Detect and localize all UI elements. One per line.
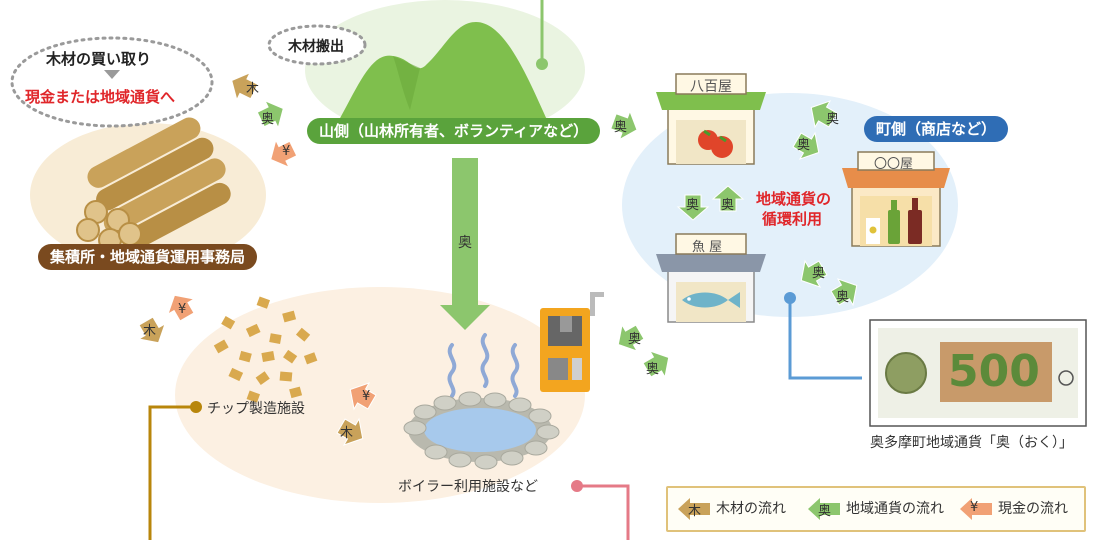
legend-oku-char: 奥 [818,504,832,519]
oku-arrow-char: 奥 [261,112,275,127]
buyback-bubble [10,36,214,128]
yen-arrow-char: ¥ [282,144,291,159]
yen-arrow-icon: ¥ [958,498,994,520]
oku-arrow-char: 奥 [686,198,700,213]
buyback-cash-text: 現金または地域通貨へ [25,88,176,106]
timber-out-text: 木材搬出 [288,39,344,55]
oku-banknote [869,319,1087,427]
general-store-shop [842,151,950,247]
legend-currency: 奥 地域通貨の流れ [806,498,944,520]
big-oku-arrow [440,158,490,330]
down-triangle-icon [104,70,120,79]
boiler-connector-dot [571,480,583,492]
big-oku-arrow-char: 奥 [458,235,472,251]
collection-office-label: 集積所・地域通貨運用事務局 [38,244,258,270]
fishmonger-shop [656,233,766,323]
oku-arrow [810,100,838,129]
oku-arrow-char: 奥 [797,138,811,153]
chip-factory-label: チップ製造施設 [207,401,305,417]
banknote-connector-line [788,298,862,380]
general-store-sign: 〇〇屋 [874,157,914,172]
yen-arrow [167,294,196,322]
wood-arrow-char: 木 [246,82,260,97]
greengrocer-sign: 八百屋 [690,79,732,95]
banknote-value: 500 [948,346,1040,397]
wood-arrow [336,417,364,446]
legend-box: 木 木材の流れ 奥 地域通貨の流れ ¥ 現金の流れ [666,486,1086,532]
legend-currency-text: 地域通貨の流れ [846,501,944,517]
mountain-shade [393,56,420,110]
legend-cash: ¥ 現金の流れ [958,498,1068,520]
town-side-label: 町側（商店など） [864,116,1009,142]
oku-arrow [610,109,638,141]
wood-arrow [137,316,166,344]
banknote-connector-dot [784,292,796,304]
wood-arrow-char: 木 [340,426,354,441]
circulation-text-2: 循環利用 [762,210,823,228]
timber-out-bubble [267,24,367,66]
oku-arrow-char: 奥 [826,112,840,127]
legend-cash-text: 現金の流れ [998,501,1068,517]
yen-arrow [349,382,377,411]
circulation-text: 地域通貨の [756,190,832,208]
mountain-side-label: 山側（山林所有者、ボランティアなど） [307,118,601,144]
oku-arrow [676,194,710,221]
mountain-connector-dot [536,58,548,70]
legend-yen-char: ¥ [970,500,979,515]
yen-arrow-char: ¥ [178,302,187,317]
facility-background [175,287,585,503]
oku-arrow-char: 奥 [812,266,826,281]
oku-arrow [792,131,820,160]
chip-connector-line [148,405,196,540]
yen-arrow-char: ¥ [362,389,371,404]
boiler-connector-line [577,484,630,540]
oku-arrow [256,99,284,130]
boiler-icon [540,292,604,392]
oku-arrow-char: 奥 [614,120,628,135]
oku-arrow-char: 奥 [646,362,660,377]
legend-wood-text: 木材の流れ [716,501,786,517]
oku-arrow-icon: 奥 [806,498,842,520]
legend-wood-char: 木 [688,504,702,519]
oku-arrow-char: 奥 [721,198,735,213]
wood-chips-icon [213,296,318,403]
hot-spring-icon [403,333,560,470]
boiler-facility-label: ボイラー利用施設など [398,479,538,495]
wood-arrow-icon: 木 [676,498,712,520]
oku-arrow-char: 奥 [628,332,642,347]
oku-arrow [830,278,858,307]
mountain-icon [338,22,548,122]
yen-arrow [270,138,298,169]
fishmonger-sign: 魚 屋 [692,240,723,255]
buyback-text: 木材の買い取り [46,50,152,68]
wood-arrow-char: 木 [143,324,157,339]
greengrocer-shop [656,73,766,165]
chip-connector-dot [190,401,202,413]
oku-arrow [617,323,645,352]
oku-arrow-char: 奥 [836,290,850,305]
legend-wood: 木 木材の流れ [676,498,786,520]
oku-arrow [711,185,745,212]
banknote-caption: 奥多摩町地域通貨「奥（おく）」 [870,435,1073,451]
oku-arrow [800,259,828,288]
wood-arrow [231,71,259,102]
oku-arrow [642,350,670,379]
